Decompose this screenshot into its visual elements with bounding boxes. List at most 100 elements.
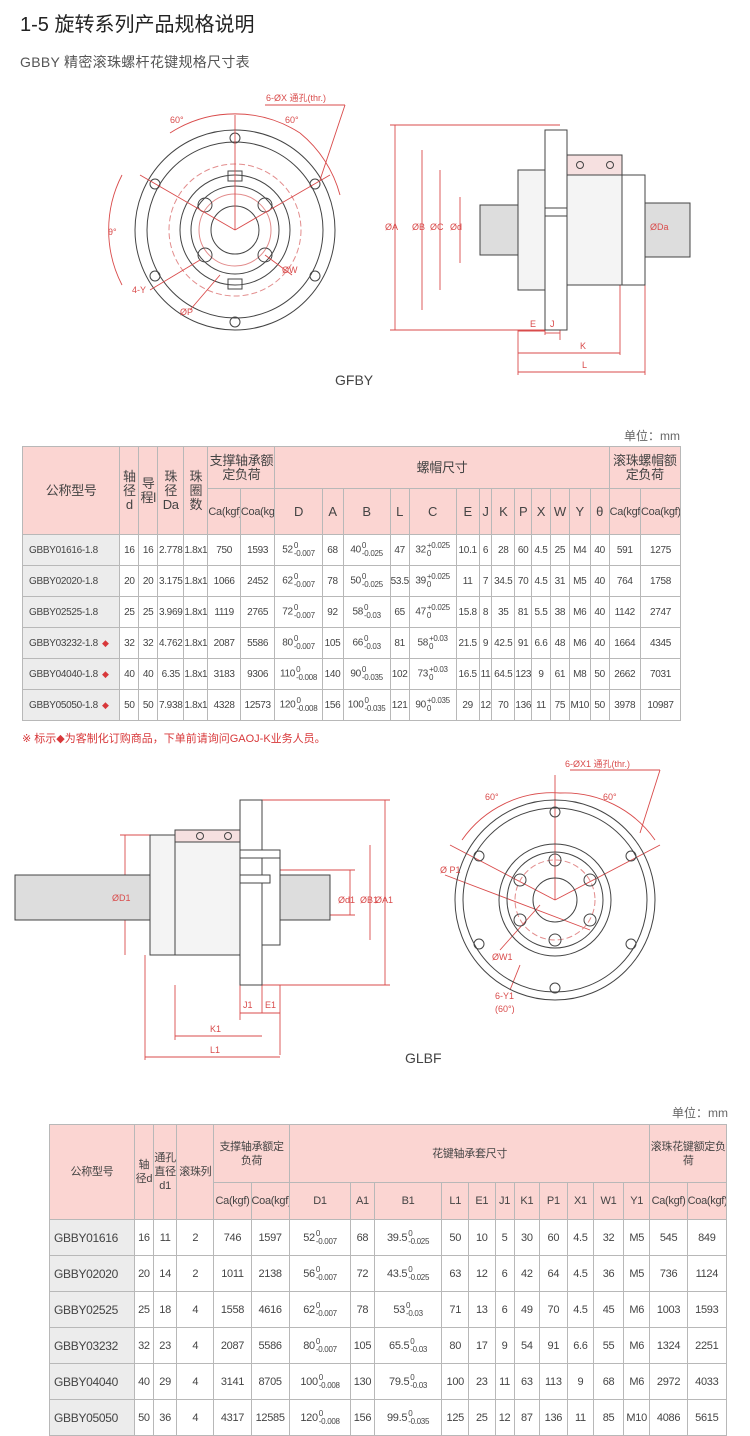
- cell-p: 91: [514, 627, 533, 659]
- t2-header-support: 支撑轴承额定负荷: [213, 1124, 290, 1183]
- cell-p1: 91: [539, 1327, 568, 1364]
- t1-header-shaft: 轴径d: [119, 446, 140, 535]
- custom-mark: ◆: [101, 668, 109, 679]
- cell-l: 16: [138, 534, 159, 566]
- gfby-label-hole: 6-ØX 通孔(thr.): [266, 93, 326, 103]
- cell-c-lower: 0: [426, 704, 432, 713]
- cell-d-outer-lower: -0.007: [293, 611, 315, 620]
- model-name: GBBY04040-1.8: [29, 668, 98, 680]
- page-subtitle: GBBY 精密滚珠螺杆花键规格尺寸表: [20, 54, 250, 70]
- cell-b1-upper: 0: [405, 1300, 411, 1310]
- glbf-label-hole: 6-ØX1 通孔(thr.): [565, 759, 630, 769]
- t1-header-col: B: [342, 488, 391, 535]
- model-cell: GBBY05050-1.8◆: [21, 689, 121, 721]
- cell-l: 20: [138, 565, 159, 597]
- t1-header-col: W: [549, 488, 570, 535]
- cell-d1-outer-upper: 0: [315, 1228, 321, 1238]
- t1-header-col: Y: [568, 488, 591, 535]
- cell-w: 31: [549, 565, 570, 597]
- model-name: GBBY02525-1.8: [29, 606, 98, 618]
- cell-d1-outer-tolerance: 0-0.008: [319, 1373, 340, 1390]
- cell-e1: 17: [468, 1327, 496, 1364]
- cell-n: 4: [176, 1399, 215, 1436]
- t2-header-col: P1: [539, 1182, 568, 1220]
- cell-b1-value: 39.5: [386, 1231, 408, 1244]
- t2-header-coa2: Coa(kgf): [686, 1182, 728, 1220]
- cell-b-upper: 0: [364, 696, 369, 705]
- cell-d1: 14: [152, 1255, 178, 1292]
- cell-d1-outer-value: 120: [300, 1411, 318, 1424]
- cell-b1-upper: 0: [410, 1336, 415, 1346]
- table2-unit: 单位：mm: [672, 1106, 728, 1120]
- cell-y: M10: [568, 689, 591, 721]
- cell-p1: 64: [539, 1255, 568, 1292]
- glbf-label-w1: ØW1: [492, 952, 513, 962]
- cell-d1-outer-value: 56: [303, 1267, 315, 1280]
- cell-e1: 25: [468, 1399, 496, 1436]
- cell-d: 16: [133, 1219, 154, 1256]
- cell-c-value: 58: [417, 637, 428, 649]
- cell-k1: 87: [513, 1399, 541, 1436]
- cell-k1: 63: [513, 1363, 541, 1400]
- glbf-label-y1-angle: (60°): [495, 1004, 515, 1014]
- gfby-label-angle-a: 60°: [170, 115, 184, 125]
- cell-w: 48: [549, 627, 570, 659]
- t2-header-sleeve: 花键轴承套尺寸: [288, 1124, 651, 1183]
- gfby-caption: GFBY: [335, 372, 374, 388]
- cell-d1-outer-tolerance: 0-0.008: [318, 1409, 340, 1426]
- cell-t: 40: [589, 627, 610, 659]
- cell-b1-upper: 0: [408, 1264, 413, 1274]
- cell-d1-outer-lower: -0.008: [318, 1416, 340, 1426]
- gfby-label-angle-b: 60°: [285, 115, 299, 125]
- cell-d-outer-value: 62: [282, 575, 293, 587]
- cell-da: 3.175: [157, 565, 185, 597]
- cell-d1-outer-value: 62: [303, 1303, 315, 1316]
- cell-b1-tolerance: 0-0.03: [405, 1300, 423, 1318]
- gfby-label-d: Ød: [450, 222, 462, 232]
- cell-a: 156: [321, 689, 344, 721]
- cell-d-outer-tolerance: 0-0.007: [294, 635, 315, 651]
- model-name: GBBY03232-1.8: [29, 637, 98, 649]
- glbf-label-k1: K1: [210, 1024, 221, 1034]
- cell-a1: 78: [350, 1291, 375, 1328]
- cell-coa1: 8705: [250, 1363, 290, 1400]
- cell-d1-outer-lower: -0.007: [315, 1308, 337, 1318]
- model-cell: GBBY02020-1.8: [21, 565, 121, 597]
- cell-b-upper: 0: [361, 665, 367, 674]
- cell-d-outer-lower: -0.008: [296, 704, 318, 713]
- cell-x1: 11: [566, 1399, 595, 1436]
- cell-a: 105: [321, 627, 344, 659]
- cell-c-lower: 0: [428, 642, 434, 651]
- cell-ca2: 736: [649, 1255, 688, 1292]
- cell-d1-outer-lower: -0.007: [315, 1272, 337, 1282]
- cell-p1: 70: [539, 1291, 568, 1328]
- cell-coa1: 2452: [239, 565, 276, 597]
- cell-ca1: 4317: [213, 1399, 252, 1436]
- cell-y: M8: [568, 658, 591, 690]
- cell-p: 60: [514, 534, 533, 566]
- cell-w1: 55: [593, 1327, 624, 1364]
- cell-k1: 49: [513, 1291, 541, 1328]
- cell-d1-outer-lower: -0.007: [315, 1344, 337, 1354]
- cell-c-upper: +0.025: [426, 541, 450, 550]
- glbf-label-angle-a: 60°: [485, 792, 499, 802]
- cell-l: 50: [138, 689, 159, 721]
- cell-b-value: 66: [352, 637, 363, 649]
- cell-x1: 4.5: [566, 1219, 595, 1256]
- cell-b1-tolerance: 0-0.025: [408, 1264, 429, 1282]
- cell-e: 21.5: [455, 627, 480, 659]
- cell-ca1: 746: [213, 1219, 252, 1256]
- cell-x: 4.5: [531, 534, 551, 566]
- cell-y: M5: [568, 565, 591, 597]
- cell-coa1: 5586: [239, 627, 276, 659]
